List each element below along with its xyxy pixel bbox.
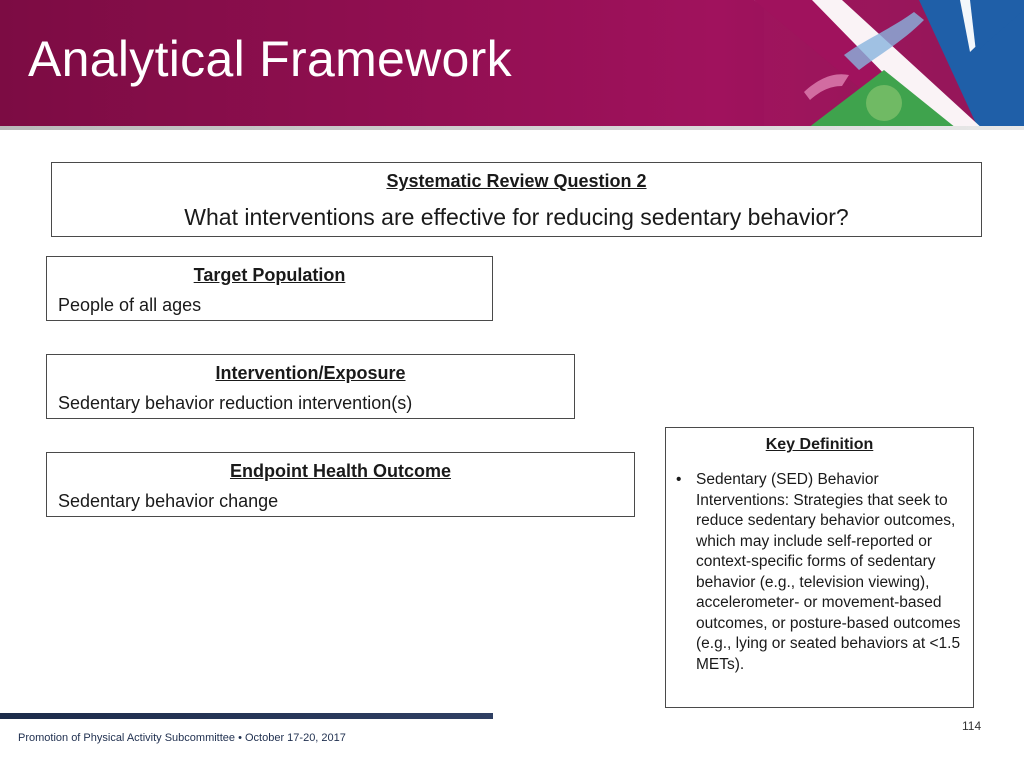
endpoint-outcome-text: Sedentary behavior change <box>58 491 279 511</box>
review-question-box: Systematic Review Question 2 What interv… <box>51 162 982 237</box>
page-number: 114 <box>962 719 982 733</box>
intervention-exposure-text: Sedentary behavior reduction interventio… <box>58 393 413 413</box>
header-banner: Analytical Framework <box>0 0 1024 130</box>
header-graphic <box>754 0 1024 130</box>
slide-title: Analytical Framework <box>28 31 512 87</box>
endpoint-outcome-heading: Endpoint Health Outcome <box>229 461 451 481</box>
key-definition-list: • Sedentary (SED) Behavior Interventions… <box>666 470 963 675</box>
review-question-heading: Systematic Review Question 2 <box>386 171 647 191</box>
endpoint-outcome-box: Endpoint Health Outcome Sedentary behavi… <box>46 452 635 517</box>
footer-text: Promotion of Physical Activity Subcommit… <box>18 732 346 744</box>
bullet-icon: • <box>676 471 682 488</box>
key-definition-item: • Sedentary (SED) Behavior Interventions… <box>666 470 963 675</box>
key-definition-heading: Key Definition <box>765 436 874 453</box>
footer-divider <box>0 713 493 719</box>
target-population-text: People of all ages <box>58 295 202 315</box>
key-definition-box: Key Definition • Sedentary (SED) Behavio… <box>665 427 974 708</box>
review-question-text: What interventions are effective for red… <box>184 204 849 230</box>
target-population-heading: Target Population <box>193 265 346 285</box>
intervention-exposure-heading: Intervention/Exposure <box>215 363 406 383</box>
target-population-box: Target Population People of all ages <box>46 256 493 321</box>
key-definition-item-text: Sedentary (SED) Behavior Interventions: … <box>696 471 961 673</box>
intervention-exposure-box: Intervention/Exposure Sedentary behavior… <box>46 354 575 419</box>
header-divider <box>0 126 1024 130</box>
